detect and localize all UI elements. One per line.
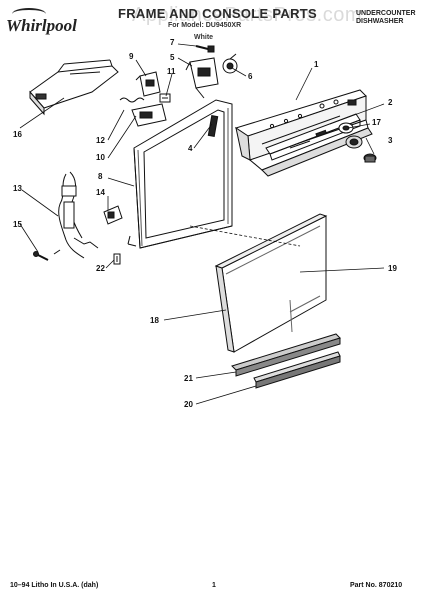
callout-8: 8 bbox=[98, 172, 103, 181]
part-20-kick-plate bbox=[253, 351, 341, 389]
callout-5: 5 bbox=[170, 53, 175, 62]
watermark: AppliancePartsPros.com bbox=[132, 4, 362, 26]
callout-10: 10 bbox=[96, 153, 105, 162]
part-3-knob bbox=[363, 153, 377, 163]
part-5-latch-assembly bbox=[185, 57, 219, 99]
callout-19: 19 bbox=[388, 264, 397, 273]
callout-20: 20 bbox=[184, 400, 193, 409]
part-16-console-cap bbox=[29, 59, 119, 116]
callout-21: 21 bbox=[184, 374, 193, 383]
callout-15: 15 bbox=[13, 220, 22, 229]
callout-18: 18 bbox=[150, 316, 159, 325]
page-title: FRAME AND CONSOLE PARTS bbox=[118, 6, 318, 21]
footer-litho: 10–94 Litho In U.S.A. (dah) bbox=[10, 582, 99, 589]
part-6-handle-knob bbox=[222, 53, 238, 74]
part-11-clip bbox=[159, 93, 171, 103]
color-line: White bbox=[194, 34, 214, 41]
brand-logo: Whirlpool bbox=[6, 16, 77, 35]
callout-9: 9 bbox=[129, 52, 134, 61]
callout-7: 7 bbox=[170, 38, 175, 47]
callout-17: 17 bbox=[372, 118, 381, 127]
part-10-bracket bbox=[131, 103, 167, 127]
model-line: For Model: DU9450XR bbox=[168, 22, 242, 29]
callout-12: 12 bbox=[96, 136, 105, 145]
part-13-wire-harness bbox=[53, 171, 99, 259]
part-8-door-frame bbox=[127, 99, 233, 249]
part-15-screw bbox=[33, 251, 49, 261]
footer-part-number: Part No. 870210 bbox=[350, 582, 403, 589]
part-7-screw bbox=[195, 45, 215, 53]
part-14-connector bbox=[103, 205, 123, 225]
callout-6: 6 bbox=[248, 72, 253, 81]
part-12-spring bbox=[119, 97, 145, 103]
callout-22: 22 bbox=[96, 264, 105, 273]
part-19-outer-door-panel bbox=[214, 213, 328, 353]
product-type-line2: DISHWASHER bbox=[356, 18, 404, 25]
part-4-hinge-strip bbox=[207, 115, 219, 137]
callout-4: 4 bbox=[188, 144, 193, 153]
product-type: UNDERCOUNTER DISHWASHER bbox=[356, 10, 416, 26]
part-22-clip bbox=[113, 253, 121, 265]
part-21-trim-strip bbox=[231, 333, 341, 377]
brand-swoosh-icon bbox=[12, 8, 46, 20]
callout-13: 13 bbox=[13, 184, 22, 193]
product-type-line1: UNDERCOUNTER bbox=[356, 10, 416, 17]
callout-3: 3 bbox=[388, 136, 393, 145]
part-1-control-console bbox=[234, 89, 373, 177]
part-9-switch bbox=[135, 71, 161, 97]
part-17-knob-dial bbox=[338, 122, 363, 149]
callout-14: 14 bbox=[96, 188, 105, 197]
footer-page-number: 1 bbox=[212, 582, 216, 589]
callout-16: 16 bbox=[13, 130, 22, 139]
callout-1: 1 bbox=[314, 60, 319, 69]
callout-2: 2 bbox=[388, 98, 393, 107]
callout-11: 11 bbox=[167, 67, 176, 76]
